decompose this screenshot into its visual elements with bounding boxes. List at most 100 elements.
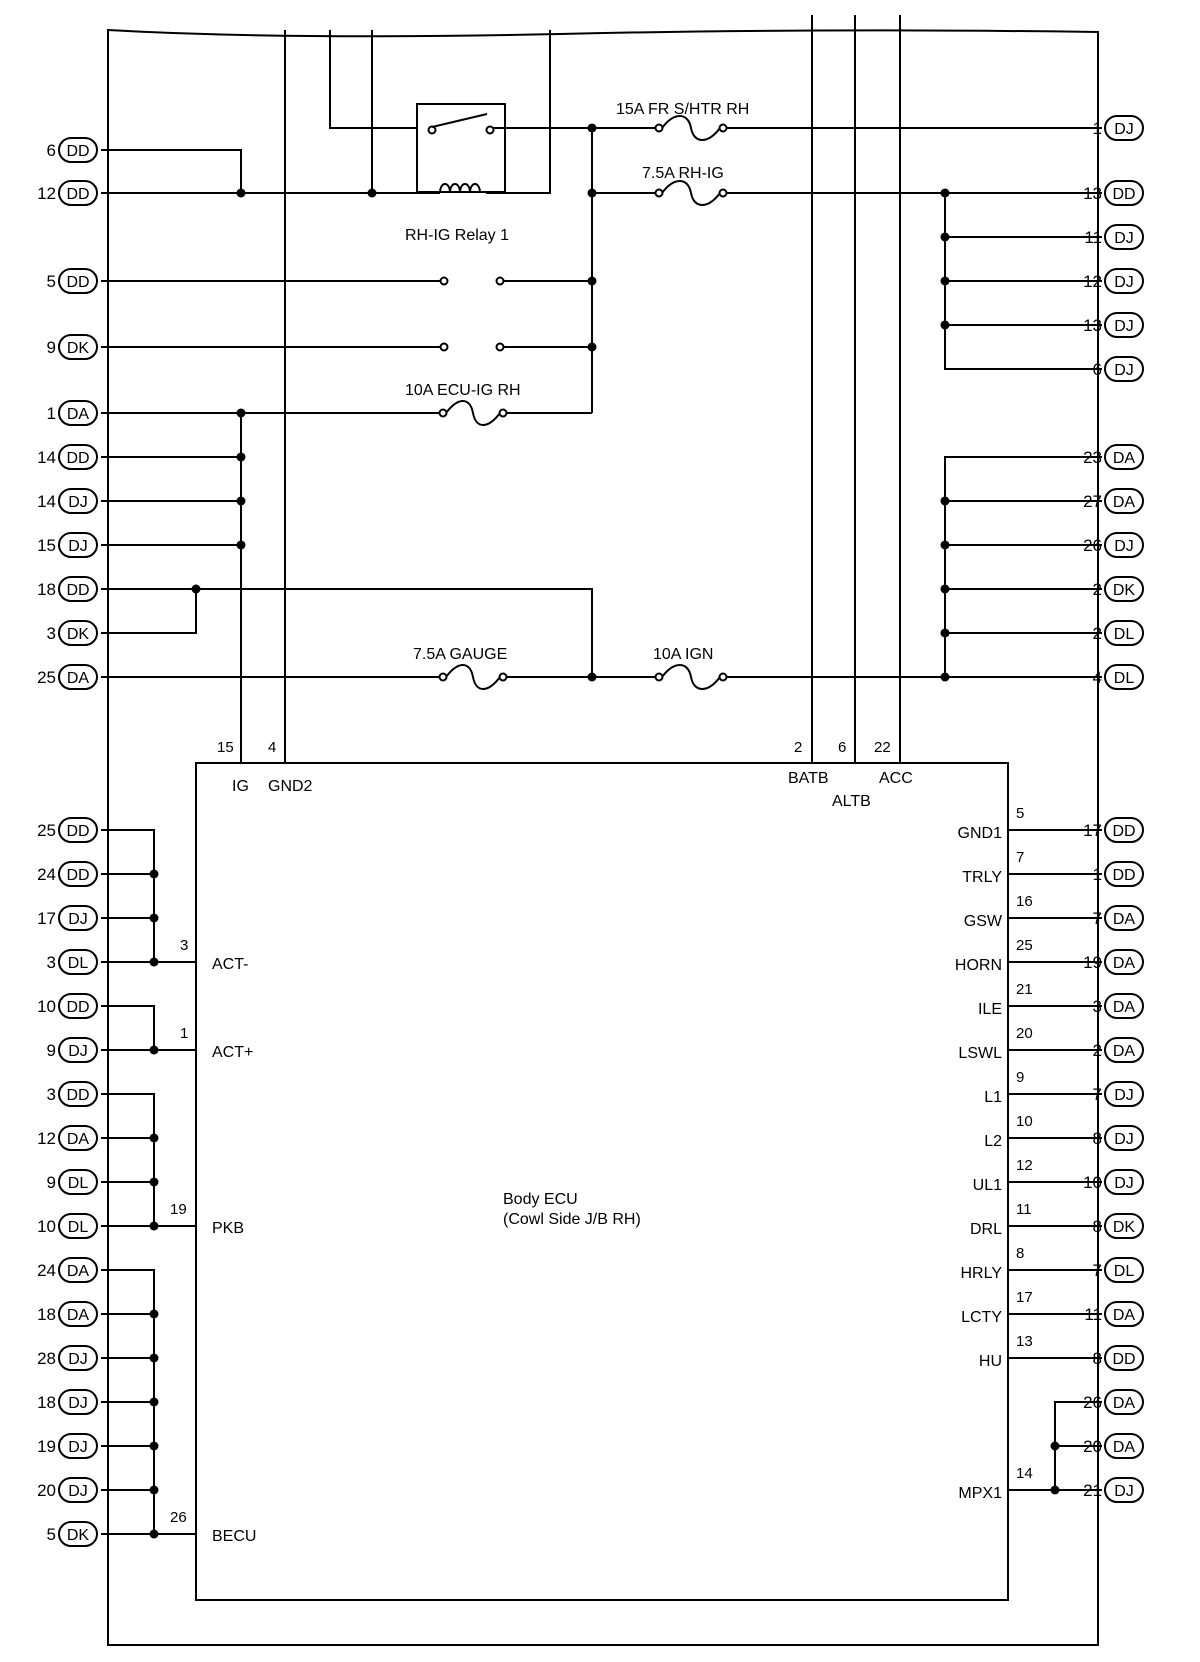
- connector-id: DD: [1112, 823, 1135, 840]
- right-connector-1: DD 13: [1083, 180, 1144, 206]
- connector-id: DA: [1113, 999, 1136, 1016]
- left-connectors: DD6DD12DD5DK9DA1DD14DJ14DJ15DD18DK3DA25D…: [37, 137, 98, 1547]
- connector-id: DD: [66, 450, 89, 467]
- connector-badge: [1104, 1301, 1144, 1327]
- left-connector-13: DJ 17: [37, 905, 98, 931]
- connector-badge: [1104, 1213, 1144, 1239]
- svg-text:10A ECU-IG RH: 10A ECU-IG RH: [405, 382, 521, 399]
- svg-text:7.5A GAUGE: 7.5A GAUGE: [413, 646, 507, 663]
- left-connector-0: DD6: [47, 137, 98, 163]
- connector-terminal-number: 11: [1084, 228, 1102, 247]
- svg-text:ACT+: ACT+: [212, 1044, 253, 1061]
- connector-id: DL: [68, 955, 89, 972]
- right-connector-0: DJ1: [1093, 115, 1144, 141]
- switch-contacts: [439, 276, 505, 352]
- connector-badge: [1104, 949, 1144, 975]
- connector-terminal-number: 14: [37, 492, 56, 511]
- connector-terminal-number: 20: [37, 1481, 56, 1500]
- right-connector-13: DD1: [1093, 861, 1144, 887]
- svg-text:6: 6: [838, 739, 846, 756]
- connector-id: DL: [1114, 1263, 1135, 1280]
- svg-text:HORN: HORN: [955, 957, 1002, 974]
- svg-text:PKB: PKB: [212, 1220, 244, 1237]
- svg-text:DRL: DRL: [970, 1221, 1002, 1238]
- connector-terminal-number: 26: [1083, 1393, 1102, 1412]
- connector-terminal-number: 2: [1093, 580, 1102, 599]
- connector-badge: [1104, 356, 1144, 382]
- connector-terminal-number: 17: [1083, 821, 1102, 840]
- svg-text:LSWL: LSWL: [958, 1045, 1002, 1062]
- left-connector-17: DD3: [47, 1081, 98, 1107]
- connector-id: DA: [1113, 955, 1136, 972]
- svg-text:MPX1: MPX1: [958, 1485, 1002, 1502]
- connector-badge: [1104, 1169, 1144, 1195]
- connector-id: DD: [66, 186, 89, 203]
- connector-id: DK: [67, 340, 90, 357]
- svg-text:12: 12: [1016, 1157, 1033, 1174]
- connector-badge: [58, 334, 98, 360]
- right-connector-16: DA3: [1093, 993, 1144, 1019]
- connector-badge: [58, 1125, 98, 1151]
- svg-text:5: 5: [1016, 805, 1024, 822]
- connector-badge: [1104, 115, 1144, 141]
- connector-id: DD: [66, 823, 89, 840]
- connector-id: DD: [1112, 186, 1135, 203]
- svg-text:22: 22: [874, 739, 891, 756]
- connector-id: DA: [1113, 1043, 1136, 1060]
- connector-terminal-number: 3: [47, 953, 56, 972]
- connector-terminal-number: 1: [1093, 865, 1102, 884]
- connector-id: DJ: [68, 1439, 88, 1456]
- connector-badge: [58, 576, 98, 602]
- connector-terminal-number: 10: [1083, 1173, 1102, 1192]
- connector-badge: [58, 1521, 98, 1547]
- connector-id: DA: [1113, 494, 1136, 511]
- svg-text:ALTB: ALTB: [832, 793, 871, 810]
- fuse-rh-ig: 7.5A RH-IG: [642, 165, 728, 206]
- connector-badge: [1104, 1345, 1144, 1371]
- connector-terminal-number: 1: [1093, 119, 1102, 138]
- connector-terminal-number: 7: [1093, 1085, 1102, 1104]
- connector-terminal-number: 12: [1083, 272, 1102, 291]
- connector-id: DA: [1113, 1307, 1136, 1324]
- connector-badge: [1104, 576, 1144, 602]
- connector-badge: [1104, 488, 1144, 514]
- connector-terminal-number: 6: [1093, 360, 1102, 379]
- svg-text:GND2: GND2: [268, 778, 313, 795]
- left-connector-16: DJ9: [47, 1037, 98, 1063]
- connector-terminal-number: 11: [1084, 1305, 1102, 1324]
- body-ecu-box: [195, 762, 1009, 1601]
- ecu-top-pins: 15 IG 4 GND2 2 BATB 6 ALTB 22 ACC: [217, 739, 913, 810]
- connector-terminal-number: 8: [1093, 1129, 1102, 1148]
- connector-terminal-number: 17: [37, 909, 56, 928]
- connector-terminal-number: 13: [1083, 184, 1102, 203]
- svg-text:19: 19: [170, 1201, 187, 1218]
- ecu-left-pins: 3 ACT- 1 ACT+ 19 PKB 26 BECU: [170, 937, 256, 1545]
- connector-terminal-number: 1: [47, 404, 56, 423]
- connector-badge: [58, 1389, 98, 1415]
- svg-text:8: 8: [1016, 1245, 1024, 1262]
- connector-id: DJ: [1114, 318, 1134, 335]
- connector-badge: [1104, 1257, 1144, 1283]
- svg-text:11: 11: [1016, 1201, 1032, 1218]
- svg-text:IG: IG: [232, 778, 249, 795]
- right-connector-9: DK2: [1093, 576, 1144, 602]
- connector-id: DD: [66, 143, 89, 160]
- right-connector-5: DJ6: [1093, 356, 1144, 382]
- connector-badge: [1104, 180, 1144, 206]
- connector-id: DJ: [68, 1351, 88, 1368]
- right-connector-18: DJ7: [1093, 1081, 1144, 1107]
- upper-junction-dots: [191, 123, 950, 682]
- connector-id: DJ: [68, 911, 88, 928]
- connector-id: DJ: [68, 494, 88, 511]
- connector-id: DJ: [1114, 1483, 1134, 1500]
- right-connector-17: DA2: [1093, 1037, 1144, 1063]
